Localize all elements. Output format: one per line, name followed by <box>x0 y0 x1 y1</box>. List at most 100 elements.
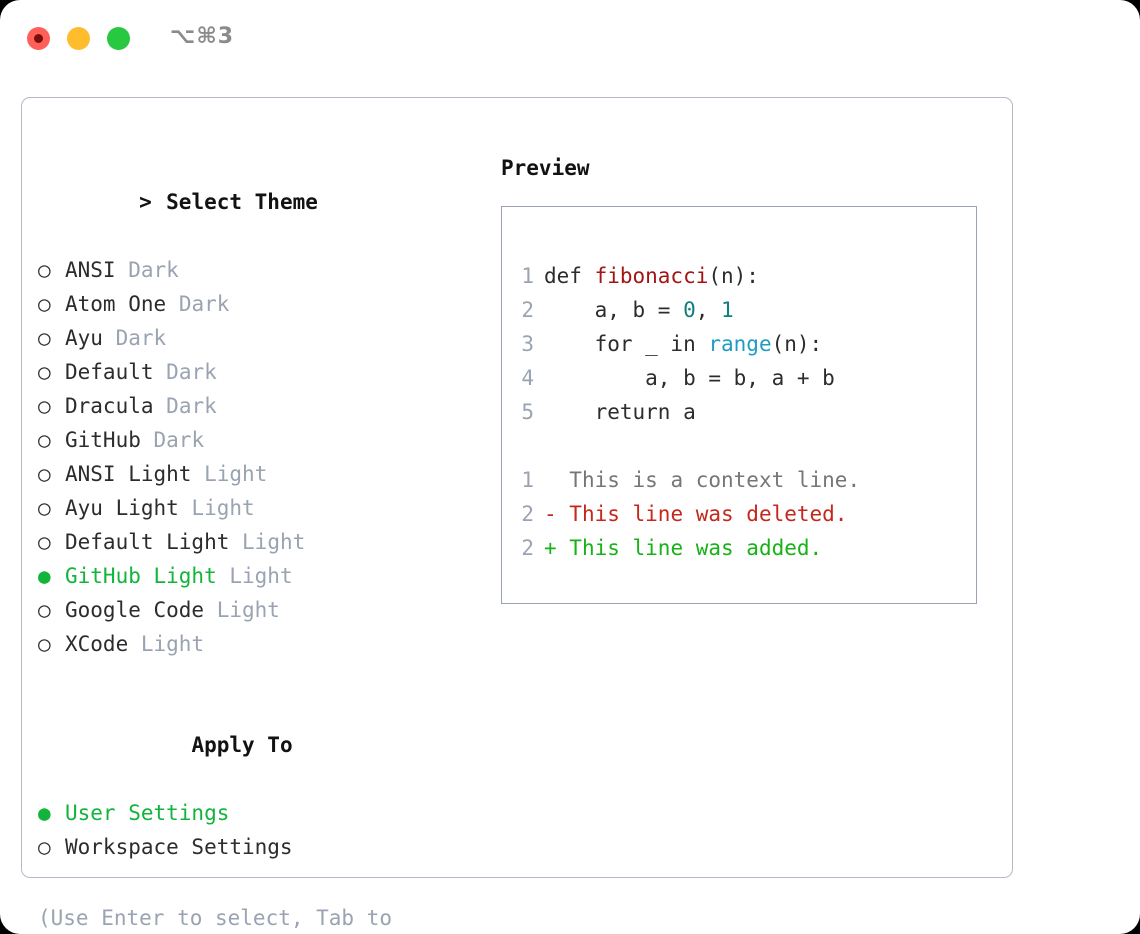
code-token-function: fibonacci <box>594 264 709 288</box>
theme-option-google-code[interactable]: ○ Google Code Light <box>38 593 468 627</box>
line-number: 5 <box>521 400 534 424</box>
code-line: 4 a, b = b, a + b <box>502 361 976 395</box>
theme-option-ansi[interactable]: ○ ANSI Dark <box>38 253 468 287</box>
theme-option-category: Light <box>216 598 280 622</box>
code-token-plain: a, b = b, a + b <box>544 366 835 390</box>
theme-option-ayu[interactable]: ○ Ayu Dark <box>38 321 468 355</box>
code-token-plain: return a <box>544 400 696 424</box>
preview-title: Preview <box>501 156 590 180</box>
radio-unselected-icon: ○ <box>38 258 51 282</box>
theme-option-label: ANSI Light <box>65 462 192 486</box>
theme-option-label: Google Code <box>65 598 205 622</box>
diff-marker: + <box>544 536 557 560</box>
theme-option-category: Dark <box>128 258 179 282</box>
radio-selected-icon: ● <box>38 564 51 588</box>
theme-option-label: GitHub Light <box>65 564 217 588</box>
code-token-plain: for _ in <box>544 332 709 356</box>
radio-unselected-icon: ○ <box>38 598 51 622</box>
radio-unselected-icon: ○ <box>38 326 51 350</box>
line-number: 1 <box>521 264 534 288</box>
title-bar: ⌥⌘3 <box>0 0 1140 78</box>
apply-to-option-label: Workspace Settings <box>65 835 293 859</box>
theme-option-github[interactable]: ○ GitHub Dark <box>38 423 468 457</box>
radio-selected-icon: ● <box>38 801 51 825</box>
line-number: 2 <box>521 536 534 560</box>
theme-option-label: Ayu <box>65 326 103 350</box>
code-token-number: 1 <box>721 298 734 322</box>
theme-option-label: Atom One <box>65 292 167 316</box>
recording-indicator-icon <box>34 34 43 43</box>
minimize-button[interactable] <box>67 27 90 50</box>
maximize-button[interactable] <box>107 27 130 50</box>
code-line: 1 def fibonacci(n): <box>502 259 976 293</box>
theme-option-default[interactable]: ○ Default Dark <box>38 355 468 389</box>
select-theme-title: Select Theme <box>166 190 318 214</box>
code-line: 3 for _ in range(n): <box>502 327 976 361</box>
theme-option-xcode[interactable]: ○XCode Light <box>38 627 468 661</box>
line-number: 3 <box>521 332 534 356</box>
code-token-plain: def <box>544 264 595 288</box>
diff-text: This is a context line. <box>556 468 861 492</box>
apply-to-option-workspace-settings[interactable]: ○ Workspace Settings <box>38 830 468 864</box>
theme-option-atom-one[interactable]: ○ Atom One Dark <box>38 287 468 321</box>
code-token-plain: (n): <box>708 264 759 288</box>
radio-unselected-icon: ○ <box>38 496 51 520</box>
theme-option-label: Default Light <box>65 530 230 554</box>
keyboard-hint-text: (Use Enter to select, Tab to change focu… <box>38 906 393 930</box>
theme-option-category: Dark <box>166 360 217 384</box>
theme-option-label: GitHub <box>65 428 141 452</box>
theme-option-category: Light <box>204 462 268 486</box>
theme-option-dracula[interactable]: ○Dracula Dark <box>38 389 468 423</box>
theme-option-ayu-light[interactable]: ○ Ayu Light Light <box>38 491 468 525</box>
diff-marker <box>544 468 557 492</box>
theme-option-label: Ayu Light <box>65 496 179 520</box>
theme-option-default-light[interactable]: ○Default Light Light <box>38 525 468 559</box>
code-line: 2 a, b = 0, 1 <box>502 293 976 327</box>
radio-unselected-icon: ○ <box>38 360 51 384</box>
radio-unselected-icon: ○ <box>38 428 51 452</box>
radio-unselected-icon: ○ <box>38 462 51 486</box>
select-theme-header: >Select Theme <box>38 151 468 253</box>
theme-option-ansi-light[interactable]: ○ ANSI Light Light <box>38 457 468 491</box>
close-button[interactable] <box>27 27 50 50</box>
line-number: 2 <box>521 298 534 322</box>
diff-line-deleted: 2- This line was deleted. <box>502 497 976 531</box>
theme-option-label: Default <box>65 360 154 384</box>
apply-to-list: ● User Settings ○ Workspace Settings <box>38 796 468 864</box>
apply-to-option-user-settings[interactable]: ● User Settings <box>38 796 468 830</box>
radio-unselected-icon: ○ <box>38 292 51 316</box>
theme-option-category: Light <box>140 632 205 656</box>
diff-text: This line was added. <box>556 536 823 560</box>
line-number: 1 <box>521 468 534 492</box>
apply-to-section: Apply To ● User Settings ○ Workspace Settin… <box>38 694 468 864</box>
theme-option-category: Light <box>191 496 255 520</box>
diff-line-added: 2 + This line was added. <box>502 531 976 565</box>
theme-option-category: Light <box>242 530 306 554</box>
apply-to-option-label: User Settings <box>65 801 230 825</box>
theme-option-category: Light <box>229 564 293 588</box>
code-line: 5 return a <box>502 395 976 429</box>
radio-unselected-icon: ○ <box>38 394 51 418</box>
line-number: 4 <box>521 366 534 390</box>
diff-sample: 1 This is a context line. 2- This line wa… <box>502 463 976 565</box>
theme-option-label: ANSI <box>65 258 116 282</box>
code-token-plain: (n): <box>771 332 823 356</box>
apply-to-header: Apply To <box>38 694 468 796</box>
theme-option-github-light[interactable]: ● GitHub Light Light <box>38 559 468 593</box>
apply-to-title: Apply To <box>191 733 293 757</box>
theme-list: ○ANSI Dark○Atom One Dark○Ayu Dark○Defaul… <box>38 253 468 661</box>
diff-marker: - <box>544 502 557 526</box>
theme-option-category: Dark <box>153 428 205 452</box>
main-panel: >Select Theme ○ANSI Dark○Atom One Dark○A… <box>21 97 1013 930</box>
theme-option-category: Dark <box>115 326 167 350</box>
theme-option-label: Dracula <box>65 394 154 418</box>
code-token-plain: a, b = <box>544 298 684 322</box>
code-token-plain: , <box>695 298 722 322</box>
radio-unselected-icon: ○ <box>38 835 51 859</box>
line-number: 2 <box>521 502 534 526</box>
theme-option-category: Dark <box>178 292 230 316</box>
